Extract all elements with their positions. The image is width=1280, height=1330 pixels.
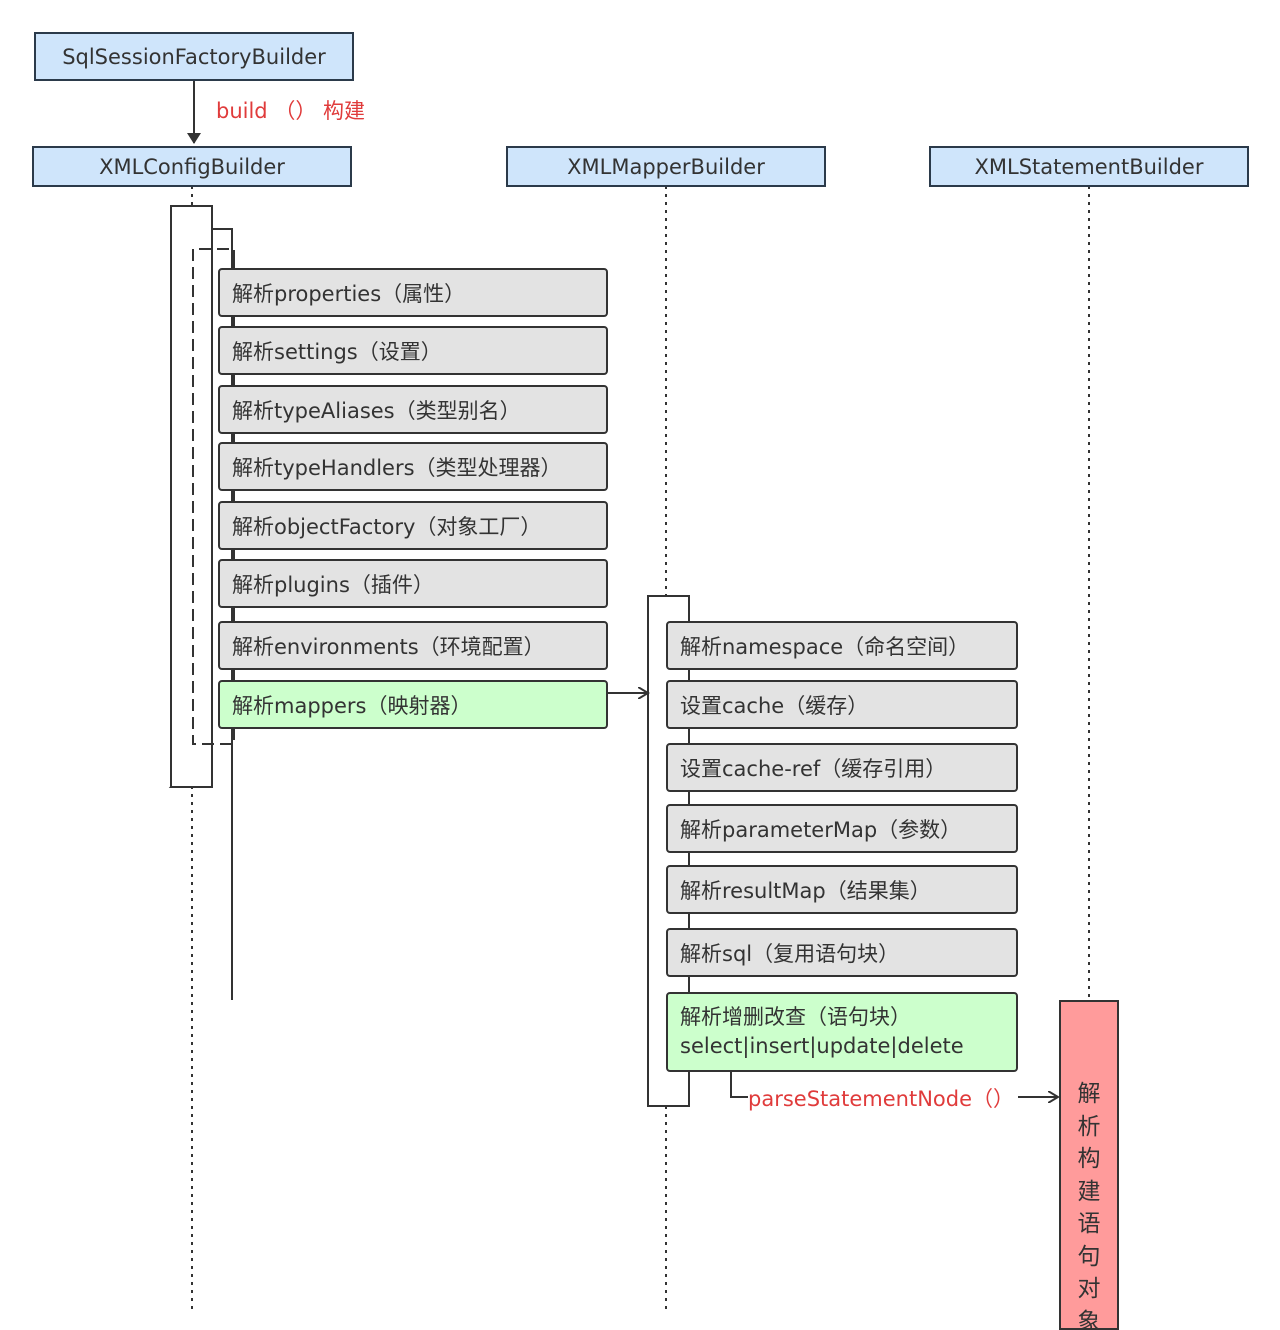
step-parse-result-map: 解析resultMap（结果集） bbox=[666, 865, 1018, 914]
parse-statement-connector bbox=[731, 1071, 748, 1097]
step-parse-object-factory: 解析objectFactory（对象工厂） bbox=[218, 501, 608, 550]
step-parse-type-handlers: 解析typeHandlers（类型处理器） bbox=[218, 442, 608, 491]
step-parse-parameter-map: 解析parameterMap（参数） bbox=[666, 804, 1018, 853]
step-parse-properties: 解析properties（属性） bbox=[218, 268, 608, 317]
statement-char: 语 bbox=[1078, 1208, 1101, 1241]
actor-xml-mapper-builder: XMLMapperBuilder bbox=[506, 146, 826, 187]
step-parse-plugins: 解析plugins（插件） bbox=[218, 559, 608, 608]
statement-char: 析 bbox=[1078, 1111, 1101, 1144]
parse-statement-message-label: parseStatementNode（） bbox=[748, 1083, 1014, 1113]
statement-char: 对 bbox=[1078, 1273, 1101, 1306]
step-set-cache-ref: 设置cache-ref（缓存引用） bbox=[666, 743, 1018, 792]
statement-char: 解 bbox=[1078, 1078, 1101, 1111]
statement-char: 构 bbox=[1078, 1143, 1101, 1176]
statement-char: 句 bbox=[1078, 1241, 1101, 1274]
actor-xml-statement-builder: XMLStatementBuilder bbox=[929, 146, 1249, 187]
step-parse-mappers: 解析mappers（映射器） bbox=[218, 680, 608, 729]
build-message-label: build （） 构建 bbox=[216, 95, 365, 125]
step-parse-sql: 解析sql（复用语句块） bbox=[666, 928, 1018, 977]
step-set-cache: 设置cache（缓存） bbox=[666, 680, 1018, 729]
step-parse-type-aliases: 解析typeAliases（类型别名） bbox=[218, 385, 608, 434]
actor-sqlsession-factory-builder: SqlSessionFactoryBuilder bbox=[34, 32, 354, 81]
step-parse-environments: 解析environments（环境配置） bbox=[218, 621, 608, 670]
step-parse-crud: 解析增删改查（语句块） select|insert|update|delete bbox=[666, 992, 1018, 1072]
statement-char: 象 bbox=[1078, 1306, 1101, 1330]
step-parse-namespace: 解析namespace（命名空间） bbox=[666, 621, 1018, 670]
crud-step-title: 解析增删改查（语句块） bbox=[680, 1003, 911, 1032]
statement-char: 建 bbox=[1078, 1176, 1101, 1209]
actor-xml-config-builder: XMLConfigBuilder bbox=[32, 146, 352, 187]
step-parse-settings: 解析settings（设置） bbox=[218, 326, 608, 375]
crud-step-statements: select|insert|update|delete bbox=[680, 1032, 964, 1061]
statement-builder-activation: 解 析 构 建 语 句 对 象 bbox=[1059, 1000, 1119, 1330]
